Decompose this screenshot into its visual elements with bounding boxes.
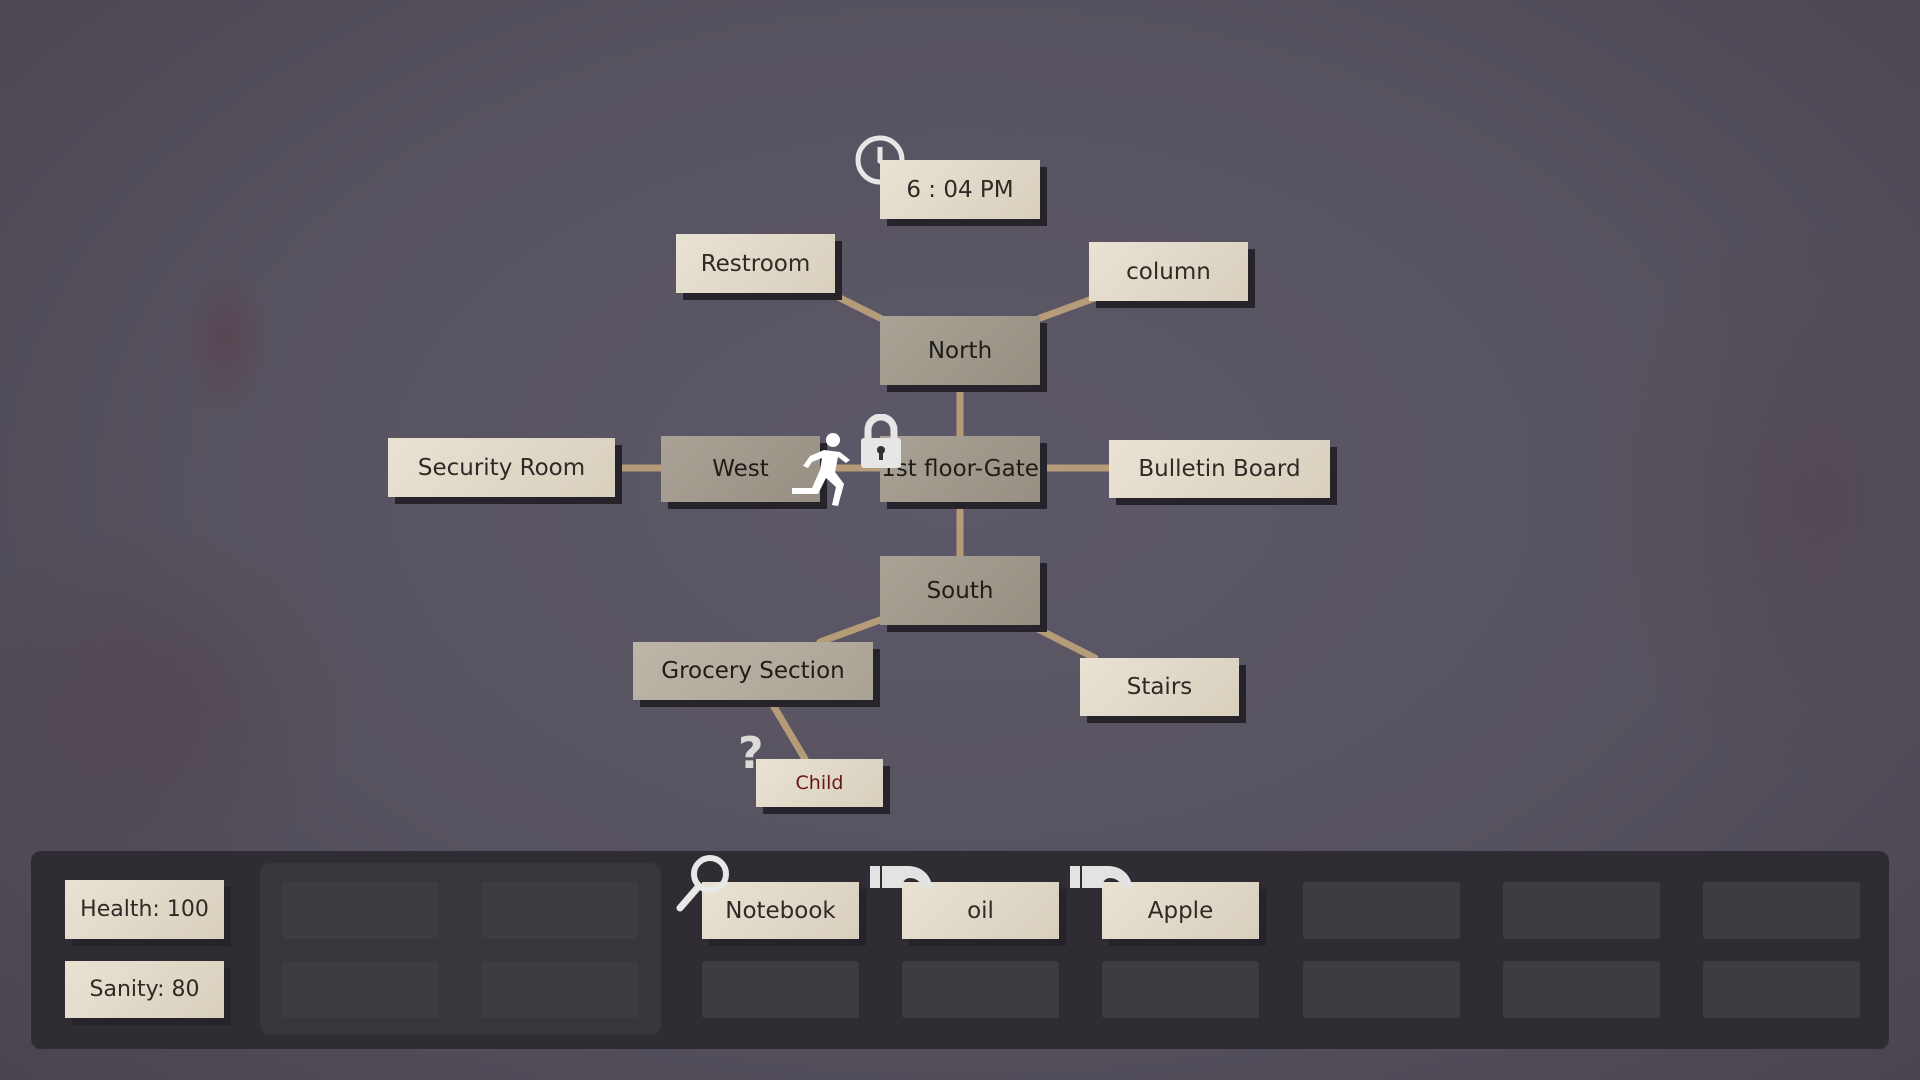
sanity-stat: Sanity: 80: [65, 961, 224, 1018]
inventory-slot[interactable]: [1503, 961, 1660, 1018]
inventory-slot[interactable]: [1102, 961, 1259, 1018]
inventory-item-notebook[interactable]: Notebook: [702, 882, 859, 939]
rope-south-stairs: [1026, 621, 1099, 662]
inventory-slot[interactable]: [1303, 882, 1460, 939]
location-restroom[interactable]: Restroom: [676, 234, 835, 293]
clock-time: 6 : 04 PM: [880, 160, 1040, 219]
running-person-icon: [788, 432, 854, 512]
inventory-slot[interactable]: [282, 882, 439, 939]
rope-north-restroom: [826, 289, 884, 322]
health-stat: Health: 100: [65, 880, 224, 939]
location-stairs[interactable]: Stairs: [1080, 658, 1239, 716]
inventory-slot[interactable]: [282, 961, 439, 1018]
location-security-room[interactable]: Security Room: [388, 438, 615, 497]
location-child[interactable]: Child: [756, 759, 883, 807]
location-north[interactable]: North: [880, 316, 1040, 385]
location-column[interactable]: column: [1089, 242, 1248, 301]
lock-icon: [856, 413, 906, 474]
grab-hand-icon[interactable]: [870, 862, 936, 912]
inventory-slot[interactable]: [1303, 961, 1460, 1018]
location-south[interactable]: South: [880, 556, 1040, 625]
rope-grocery-child: [766, 696, 809, 763]
inventory-item-oil[interactable]: oil: [902, 882, 1059, 939]
rope-north-column: [1036, 294, 1099, 322]
question-mark-icon: ?: [738, 728, 764, 779]
inventory-slot[interactable]: [1703, 882, 1860, 939]
location-1st-floor-gate[interactable]: 1st floor-Gate: [880, 436, 1040, 502]
inventory-slot[interactable]: [902, 961, 1059, 1018]
magnifier-icon[interactable]: [670, 850, 736, 920]
location-bulletin-board[interactable]: Bulletin Board: [1109, 440, 1330, 498]
location-grocery-section[interactable]: Grocery Section: [633, 642, 873, 700]
inventory-item-apple[interactable]: Apple: [1102, 882, 1259, 939]
inventory-slot[interactable]: [1703, 961, 1860, 1018]
rope-south-grocery: [816, 616, 884, 646]
grab-hand-icon[interactable]: [1070, 862, 1136, 912]
inventory-slot[interactable]: [481, 961, 638, 1018]
inventory-slot[interactable]: [702, 961, 859, 1018]
inventory-slot[interactable]: [1503, 882, 1660, 939]
inventory-slot[interactable]: [481, 882, 638, 939]
